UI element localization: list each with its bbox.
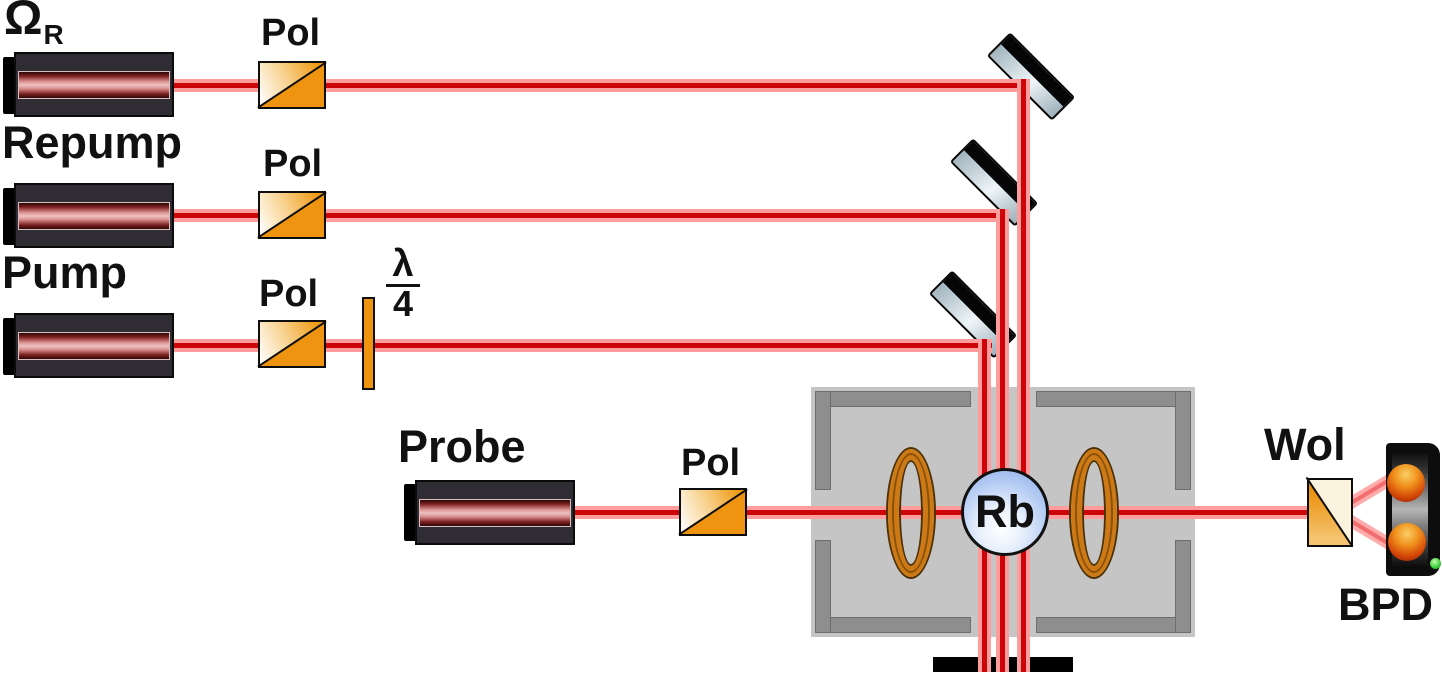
shield-border-left-top [815, 391, 831, 490]
omega-symbol: Ω [4, 0, 43, 45]
laser-probe-tube [419, 499, 571, 527]
laser-omega-r-label: ΩR [4, 0, 64, 49]
shield-border-bottom-left [815, 617, 971, 633]
polarizer-label-2: Pol [263, 143, 323, 185]
laser-omega-r-cap [3, 57, 17, 114]
laser-repump-label: Repump [2, 117, 182, 168]
polarizer-label-1: Pol [261, 12, 321, 54]
polarizer-label-4: Pol [681, 442, 741, 484]
laser-repump-tube [18, 202, 170, 230]
bpd-photodiode-bottom [1388, 523, 1426, 561]
shield-border-right-bottom [1175, 540, 1191, 633]
beam-pump-horizontal [170, 339, 992, 352]
waveplate-four: 4 [392, 283, 414, 324]
quarter-waveplate-label: λ 4 [386, 243, 420, 324]
laser-pump-cap [3, 318, 17, 375]
omega-subscript: R [43, 19, 64, 50]
mirror-icon-1 [986, 32, 1076, 121]
beam-repump-vertical [996, 209, 1009, 672]
coil-right-icon [1071, 449, 1117, 577]
shield-border-left-bottom [815, 540, 831, 633]
beam-omega-r-vertical [1017, 79, 1030, 672]
polarizer-icon-2 [257, 191, 327, 239]
polarizer-icon-3 [257, 320, 327, 368]
laser-pump-label: Pump [2, 247, 128, 298]
beam-omega-r-horizontal [170, 79, 1030, 92]
beam-repump-horizontal [170, 209, 1009, 222]
laser-repump-cap [3, 188, 17, 245]
polarizer-label-3: Pol [259, 273, 319, 315]
rb-cell: Rb [961, 468, 1049, 556]
rb-cell-label: Rb [975, 486, 1035, 537]
wollaston-prism-icon [1305, 476, 1354, 548]
bpd-label: BPD [1338, 579, 1434, 630]
laser-probe-label: Probe [398, 421, 526, 472]
shield-border-bottom-right [1036, 617, 1191, 633]
bpd-led-icon [1430, 558, 1441, 569]
waveplate-fraction-bar [386, 284, 420, 287]
wollaston-label: Wol [1264, 419, 1346, 470]
polarizer-icon-4 [678, 488, 748, 536]
quarter-waveplate-icon [362, 297, 375, 390]
shield-border-top-right [1036, 391, 1191, 407]
laser-pump-tube [18, 332, 170, 360]
shield-border-top-left [815, 391, 971, 407]
bpd-photodiode-top [1387, 464, 1425, 502]
shield-border-right-top [1175, 391, 1191, 490]
laser-omega-r-tube [18, 71, 170, 99]
waveplate-lambda: λ [392, 243, 414, 285]
beam-probe-horizontal [570, 506, 1311, 519]
laser-probe-cap [404, 484, 418, 541]
polarizer-icon-1 [257, 61, 327, 109]
coil-left-icon [888, 449, 934, 577]
